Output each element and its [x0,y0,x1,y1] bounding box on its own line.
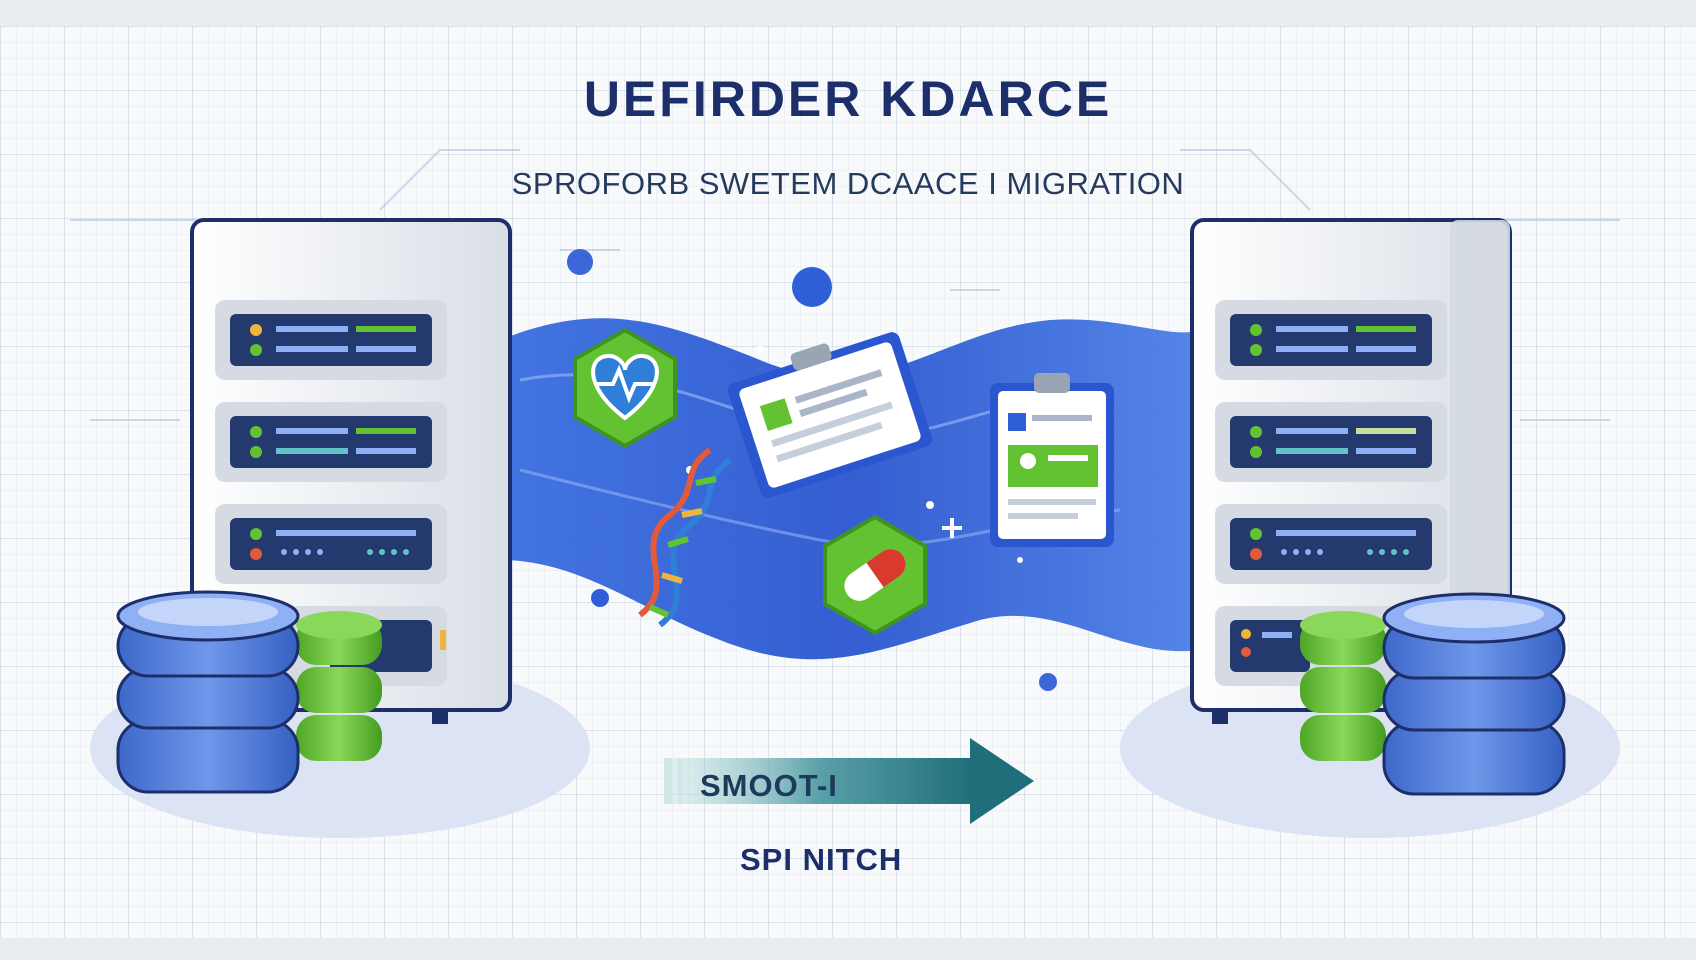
green-db-stack [296,611,382,761]
page-title: UEFIRDER KDARCE [583,71,1113,127]
heart-pulse-icon [573,327,677,449]
data-dot [792,267,832,307]
patient-record-icon [990,373,1114,547]
green-db-stack [1300,611,1386,761]
transfer-label-top: SMOOT-I [700,768,838,803]
server-slot [215,402,447,482]
blue-db-stack [116,590,300,794]
data-dot [1039,673,1057,691]
page-subtitle: SPROFORB SWETEM DCAACE I MIGRATION [511,166,1185,201]
canvas: UEFIRDER KDARCE SPROFORB SWETEM DCAACE I… [0,26,1696,938]
pill-icon [823,514,927,636]
server-slot [215,504,447,584]
server-slot [1215,402,1447,482]
transfer-arrow-icon [664,738,1034,824]
server-slot [1215,504,1447,584]
server-slot [1215,300,1447,380]
server-slot [215,300,447,380]
data-dot [591,589,609,607]
clipboard-icon [727,332,933,498]
database-icon [116,590,382,794]
blue-db-stack [1382,592,1566,796]
right-server-rack [1190,218,1512,724]
transfer-label-bottom: SPI NITCH [740,842,903,877]
database-icon [1300,592,1566,796]
data-dot [567,249,593,275]
dna-icon [638,447,732,628]
migration-illustration [70,149,1620,838]
plus-icon [942,518,962,538]
